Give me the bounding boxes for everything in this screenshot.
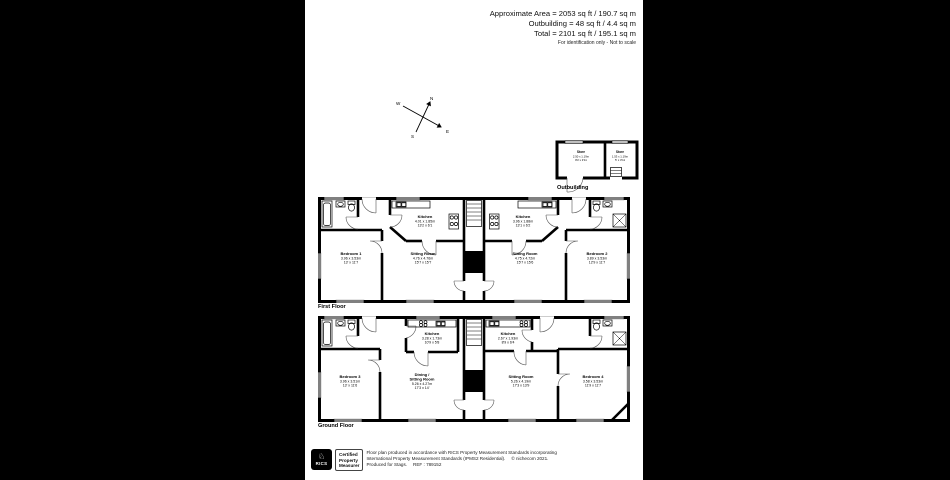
gf-dining-name2: Sitting Room [410, 377, 435, 382]
approximate-area-line: Approximate Area = 2053 sq ft / 190.7 sq… [489, 9, 636, 18]
ground-floor-windows [318, 316, 630, 422]
footer-line-3b: REF : 789152 [413, 462, 442, 468]
first-floor-plan: Kitchen 4.01 x 1.85m 13'2 x 6'1 Kitchen … [318, 197, 630, 303]
ff-bedroom2-metric: 3.89 x 3.53m [587, 257, 607, 261]
gf-bedroom3-name: Bedroom 3 [340, 374, 362, 379]
ff-kitchen-left-name: Kitchen [418, 214, 433, 219]
outbuilding-walls [555, 140, 639, 180]
compass-s: S [411, 134, 414, 139]
ff-sitting-right-name: Sitting Room [513, 251, 538, 256]
gf-kitchen-right-imperial: 8'9 x 6'4 [502, 340, 515, 344]
footer-line-2a: International Property Measurement Stand… [366, 456, 506, 462]
total-area-line: Total = 2101 sq ft / 195.1 sq m [534, 28, 636, 38]
outbuilding-area-line: Outbuilding = 48 sq ft / 4.4 sq m [528, 18, 636, 28]
ground-floor-plan: Kitchen 3.28 x 1.73m 10'9 x 5'8 Kitchen … [318, 316, 630, 422]
store-right-imperial: 5' x 3'11 [615, 158, 625, 162]
first-floor-stairs [466, 200, 482, 227]
store-right-metric: 1.53 x 1.19m [612, 154, 629, 158]
ff-sitting-left-metric: 4.76 x 4.76m [413, 257, 433, 261]
ff-kitchen-right-name: Kitchen [516, 214, 531, 219]
ground-floor-room-labels: Kitchen 3.28 x 1.73m 10'9 x 5'8 Kitchen … [340, 331, 605, 390]
gf-sitting-right-imperial: 17'3 x 13'9 [513, 383, 530, 387]
ff-kitchen-right-metric: 3.96 x 1.88m [513, 220, 533, 224]
ground-floor-stairs [466, 319, 482, 346]
store-left-imperial: 8'2 x 3'11 [575, 158, 587, 162]
cert-line-2: Property [339, 457, 358, 463]
ff-bedroom1-metric: 3.96 x 3.53m [341, 257, 361, 261]
ff-kitchen-right-imperial: 13'1 x 6'2 [516, 223, 531, 227]
ff-kitchen-left-metric: 4.01 x 1.85m [415, 220, 435, 224]
ff-bedroom2-name: Bedroom 2 [587, 251, 609, 256]
certified-measurer-badge: Certified Property Measurer [335, 449, 364, 471]
gf-kitchen-left-imperial: 10'9 x 5'8 [425, 340, 440, 344]
compass-w: W [396, 101, 401, 106]
gf-dining-metric: 5.26 x 4.27m [412, 382, 432, 386]
footer-disclaimer-text: Floor plan produced in accordance with R… [366, 449, 556, 469]
first-floor-label: First Floor [318, 304, 346, 310]
outbuilding-label: Outbuilding [557, 185, 589, 191]
ground-floor-walls [318, 316, 630, 422]
gf-sitting-right-metric: 5.26 x 4.19m [511, 380, 531, 384]
gf-bedroom3-imperial: 13' x 11'6 [343, 383, 358, 387]
disclaimer-line: For identification only - Not to scale [557, 40, 636, 47]
gf-kitchen-left-name: Kitchen [425, 331, 440, 336]
cert-line-1: Certified [339, 452, 358, 457]
ground-floor-label: Ground Floor [318, 423, 354, 429]
outbuilding-plan: Store 2.50 x 1.19m 8'2 x 3'11 Store 1.53… [555, 140, 639, 193]
footer-line-3a: Produced for Stags. [366, 462, 408, 468]
floorplan-page: Approximate Area = 2053 sq ft / 190.7 sq… [305, 0, 643, 480]
ff-sitting-left-name: Sitting Room [411, 251, 436, 256]
footer-line-2b: © nichecom 2021. [511, 456, 549, 462]
first-floor-fixtures [321, 200, 627, 230]
ff-bedroom1-name: Bedroom 1 [341, 251, 363, 256]
ff-sitting-right-metric: 4.75 x 4.72m [515, 257, 535, 261]
store-left-label: Store 2.50 x 1.19m 8'2 x 3'11 [573, 150, 590, 162]
gf-bedroom3-metric: 3.96 x 3.51m [340, 380, 360, 384]
outbuilding-doors [566, 167, 622, 193]
ff-bedroom2-imperial: 12'9 x 11'7 [589, 260, 606, 264]
compass-rose: W E N S [396, 96, 449, 139]
gf-bedroom4-name: Bedroom 4 [583, 374, 605, 379]
footer-line-3: Produced for Stags. REF : 789152 [366, 462, 556, 468]
footer-line-1: Floor plan produced in accordance with R… [366, 450, 557, 455]
gf-dining-imperial: 17'3 x 14' [415, 386, 430, 390]
footer-line-2: International Property Measurement Stand… [366, 456, 556, 462]
ff-sitting-right-imperial: 15'7 x 15'6 [517, 260, 534, 264]
area-summary: Approximate Area = 2053 sq ft / 190.7 sq… [490, 9, 636, 46]
ff-bedroom1-imperial: 13' x 11'7 [344, 260, 359, 264]
gf-sitting-right-name: Sitting Room [509, 374, 534, 379]
store-left-name: Store [577, 150, 585, 154]
gf-kitchen-right-metric: 2.67 x 1.93m [498, 337, 518, 341]
ground-floor-fixtures [321, 319, 627, 347]
store-right-name: Store [616, 150, 624, 154]
rics-logo: ♘ RICS [311, 449, 332, 470]
gf-dining-name1: Dining / [415, 372, 431, 377]
rics-logo-text: RICS [315, 461, 328, 466]
ff-kitchen-left-imperial: 13'2 x 6'1 [418, 223, 433, 227]
compass-lines [402, 101, 442, 133]
first-floor-walls [318, 197, 630, 303]
gf-bedroom4-metric: 3.58 x 3.53m [583, 380, 603, 384]
ff-sitting-left-imperial: 15'7 x 15'7 [415, 260, 432, 264]
outbuilding-windows [564, 140, 629, 144]
gf-kitchen-left-metric: 3.28 x 1.73m [422, 337, 442, 341]
gf-bedroom4-imperial: 11'9 x 11'7 [585, 383, 601, 387]
first-floor-windows [318, 197, 630, 303]
compass-e: E [446, 129, 449, 134]
compass-n: N [430, 96, 433, 101]
cert-line-3: Measurer [339, 463, 360, 469]
gf-kitchen-right-name: Kitchen [501, 331, 516, 336]
first-floor-room-labels: Kitchen 4.01 x 1.85m 13'2 x 6'1 Kitchen … [341, 214, 609, 264]
ground-floor-doors [345, 316, 603, 411]
store-left-metric: 2.50 x 1.19m [573, 154, 590, 158]
first-floor-doors [345, 197, 603, 292]
store-right-label: Store 1.53 x 1.19m 5' x 3'11 [612, 150, 629, 162]
certification-footer: ♘ RICS Certified Property Measurer Floor… [311, 449, 557, 471]
rics-lion-icon: ♘ [317, 452, 326, 461]
